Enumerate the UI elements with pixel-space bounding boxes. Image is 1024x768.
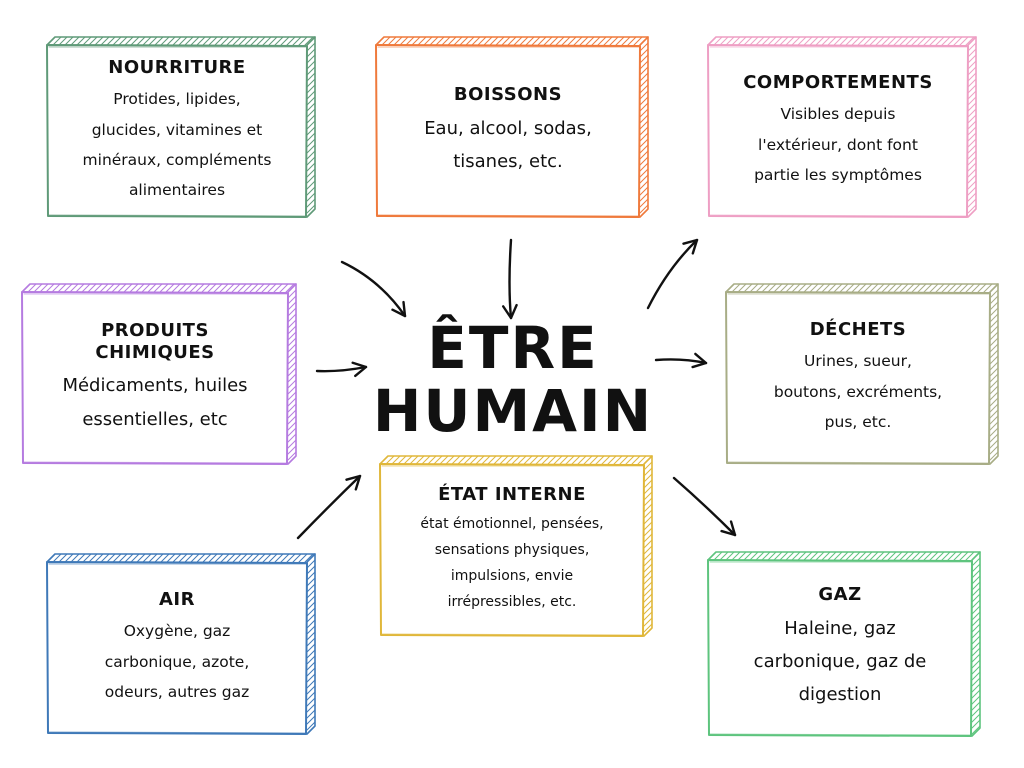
frame-produits-chimiques bbox=[21, 283, 297, 465]
box-etat-interne-line: impulsions, envie bbox=[450, 567, 574, 584]
box-produits-chimiques-title-line: CHIMIQUES bbox=[95, 341, 215, 363]
box-comportements: COMPORTEMENTS Visibles depuis l'extérieu… bbox=[708, 45, 968, 217]
box-air-title: AIR bbox=[159, 588, 195, 610]
box-gaz-line: digestion bbox=[798, 684, 882, 706]
box-dechets: DÉCHETS Urines, sueur, boutons, excrémen… bbox=[726, 292, 990, 464]
box-etat-interne-text: état émotionnel, pensées, sensations phy… bbox=[420, 512, 603, 616]
frame-gaz bbox=[707, 551, 981, 737]
box-produits-chimiques-text: Médicaments, huiles essentielles, etc bbox=[62, 369, 247, 436]
box-produits-chimiques-title: PRODUITS CHIMIQUES bbox=[95, 320, 214, 363]
arrow-nourriture-to-center bbox=[340, 260, 407, 318]
box-nourriture-text: Protides, lipides, glucides, vitamines e… bbox=[83, 84, 272, 205]
box-boissons-line: tisanes, etc. bbox=[453, 150, 563, 172]
central-concept-line-2: HUMAIN bbox=[372, 377, 654, 445]
box-etat-interne-line: sensations physiques, bbox=[434, 541, 590, 558]
box-air-line: Oxygène, gaz bbox=[123, 622, 231, 641]
box-boissons-line: Eau, alcool, sodas, bbox=[424, 117, 592, 139]
box-dechets-text: Urines, sueur, boutons, excréments, pus,… bbox=[774, 346, 942, 437]
frame-etat-interne bbox=[379, 455, 653, 637]
box-comportements-text: Visibles depuis l'extérieur, dont font p… bbox=[754, 99, 922, 190]
box-dechets-title: DÉCHETS bbox=[809, 318, 907, 340]
box-produits-chimiques-title-line: PRODUITS bbox=[101, 320, 209, 342]
box-air-line: odeurs, autres gaz bbox=[104, 682, 250, 701]
box-gaz-line: carbonique, gaz de bbox=[753, 651, 927, 673]
arrow-produits-to-center bbox=[315, 361, 368, 378]
frame-air bbox=[46, 553, 316, 735]
box-air-line: carbonique, azote, bbox=[104, 652, 250, 671]
box-boissons-text: Eau, alcool, sodas, tisanes, etc. bbox=[424, 112, 592, 179]
box-produits-chimiques-line: essentielles, etc bbox=[82, 408, 228, 430]
box-nourriture-line: minéraux, compléments bbox=[82, 150, 272, 169]
box-gaz-line: Haleine, gaz bbox=[784, 617, 896, 639]
box-etat-interne-line: irrépressibles, etc. bbox=[447, 593, 577, 610]
box-gaz: GAZ Haleine, gaz carbonique, gaz de dige… bbox=[708, 560, 972, 736]
arrow-center-to-comportements bbox=[646, 238, 699, 310]
frame-comportements bbox=[707, 36, 977, 218]
box-comportements-title: COMPORTEMENTS bbox=[743, 71, 933, 93]
arrow-center-to-dechets bbox=[654, 352, 708, 369]
box-produits-chimiques-line: Médicaments, huiles bbox=[62, 375, 248, 397]
box-nourriture-line: alimentaires bbox=[128, 181, 226, 200]
frame-boissons bbox=[375, 36, 649, 218]
arrow-boissons-to-center bbox=[502, 238, 518, 320]
box-gaz-text: Haleine, gaz carbonique, gaz de digestio… bbox=[754, 612, 927, 712]
box-comportements-line: partie les symptômes bbox=[754, 165, 922, 184]
box-comportements-line: Visibles depuis bbox=[780, 105, 896, 124]
box-etat-interne-title: ÉTAT INTERNE bbox=[438, 484, 586, 506]
central-concept: ÊTRE HUMAIN bbox=[368, 300, 658, 460]
box-etat-interne: ÉTAT INTERNE état émotionnel, pensées, s… bbox=[380, 464, 644, 636]
arrow-air-to-center bbox=[296, 474, 362, 540]
frame-dechets bbox=[725, 283, 999, 465]
box-dechets-line: Urines, sueur, bbox=[804, 352, 912, 371]
box-nourriture: NOURRITURE Protides, lipides, glucides, … bbox=[47, 45, 307, 217]
box-etat-interne-line: état émotionnel, pensées, bbox=[420, 516, 604, 533]
arrow-center-to-gaz bbox=[672, 476, 737, 537]
box-nourriture-title: NOURRITURE bbox=[108, 56, 246, 78]
box-dechets-line: boutons, excréments, bbox=[773, 382, 943, 401]
box-nourriture-line: Protides, lipides, bbox=[113, 90, 241, 109]
box-produits-chimiques: PRODUITS CHIMIQUES Médicaments, huiles e… bbox=[22, 292, 288, 464]
box-comportements-line: l'extérieur, dont font bbox=[758, 135, 918, 154]
box-dechets-line: pus, etc. bbox=[824, 412, 892, 431]
central-concept-line-1: ÊTRE bbox=[427, 314, 599, 383]
box-air-text: Oxygène, gaz carbonique, azote, odeurs, … bbox=[105, 616, 250, 707]
box-nourriture-line: glucides, vitamines et bbox=[91, 120, 263, 139]
box-air: AIR Oxygène, gaz carbonique, azote, odeu… bbox=[47, 562, 307, 734]
box-boissons-title: BOISSONS bbox=[453, 83, 563, 105]
box-gaz-title: GAZ bbox=[818, 584, 862, 606]
box-boissons: BOISSONS Eau, alcool, sodas, tisanes, et… bbox=[376, 45, 640, 217]
frame-nourriture bbox=[46, 36, 316, 218]
